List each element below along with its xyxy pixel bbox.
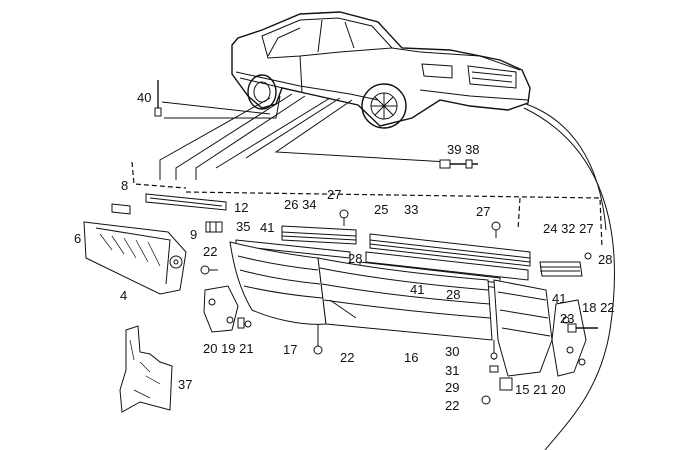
callout-26-34: 26 34	[284, 197, 317, 212]
callout-4: 4	[120, 288, 127, 303]
callout-6: 6	[74, 231, 81, 246]
car-illustration	[231, 11, 531, 129]
panel-15	[493, 279, 553, 377]
callout-39-38: 39 38	[447, 142, 480, 157]
leader-lines	[159, 93, 615, 450]
screw-22-left	[200, 265, 218, 275]
rail-24-32	[539, 252, 592, 277]
callout-28b: 28	[598, 252, 612, 267]
callout-41a: 41	[260, 220, 274, 235]
callout-31: 31	[445, 363, 459, 378]
callout-27b: 27	[476, 204, 490, 219]
callout-22c: 22	[445, 398, 459, 413]
callout-37: 37	[178, 377, 192, 392]
callout-17: 17	[283, 342, 297, 357]
callout-15-21-20: 15 21 20	[515, 382, 566, 397]
callout-28a: 28	[348, 251, 362, 266]
callout-labels: 40 39 38 8 27 26 34 12 25 33 27 6 35 9 4…	[74, 90, 615, 413]
callout-33: 33	[404, 202, 418, 217]
screw-22-middle	[313, 324, 323, 355]
callout-8: 8	[121, 178, 128, 193]
bracket-8	[111, 193, 227, 215]
callout-22a: 22	[203, 244, 217, 259]
callout-27a: 27	[327, 187, 341, 202]
callout-16: 16	[404, 350, 418, 365]
callout-30: 30	[445, 344, 459, 359]
callout-28c: 28	[446, 287, 460, 302]
callout-29: 29	[445, 380, 459, 395]
callout-40: 40	[137, 90, 151, 105]
side-panel-4	[83, 221, 187, 295]
callout-18-22: 18 22	[582, 300, 615, 315]
callout-23: 23	[560, 311, 574, 326]
fastener-27b	[491, 221, 501, 238]
clip-35	[205, 221, 223, 233]
screw-18-22	[567, 323, 598, 333]
plate-20	[203, 285, 252, 333]
callout-41c: 41	[552, 291, 566, 306]
fastener-stack-30-31-29	[481, 340, 513, 405]
callout-35: 35	[236, 219, 250, 234]
stud-40	[154, 80, 271, 117]
assembly-dashed-line	[131, 161, 603, 249]
callout-41b: 41	[410, 282, 424, 297]
bracket-21-20	[551, 299, 587, 377]
bolt-39-38	[439, 159, 478, 169]
callout-9: 9	[190, 227, 197, 242]
panel-16	[317, 257, 493, 341]
callout-12: 12	[234, 200, 248, 215]
callout-24-32-27: 24 32 27	[543, 221, 594, 236]
fastener-27a	[339, 209, 349, 226]
panel-17	[229, 241, 327, 325]
mud-flap-37	[119, 325, 173, 413]
callout-22b: 22	[340, 350, 354, 365]
callout-20-19-21: 20 19 21	[203, 341, 254, 356]
callout-25: 25	[374, 202, 388, 217]
